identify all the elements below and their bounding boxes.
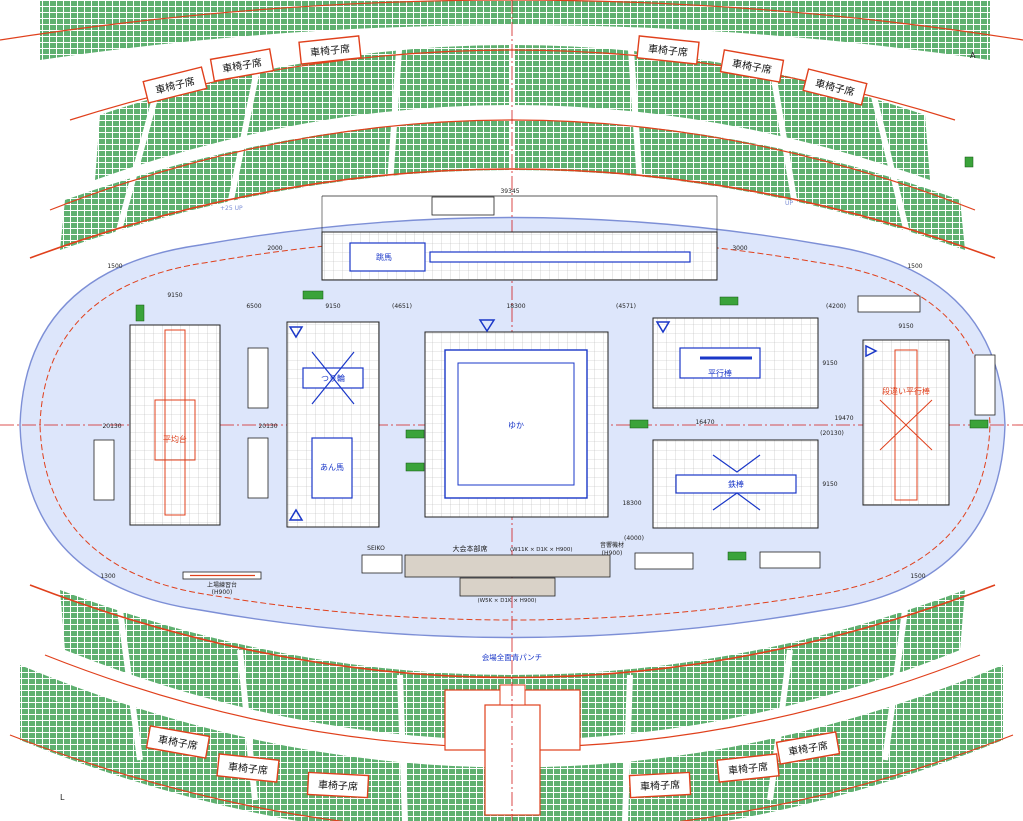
dim-20130-right: (20130) [820, 430, 844, 437]
warm-table-h-label: (H900) [212, 589, 233, 596]
dim-20130-mid: 20130 [258, 423, 277, 430]
dim-right: 9150 [898, 323, 913, 330]
dim-right-gap: (4200) [826, 303, 846, 310]
dim-left: 9150 [167, 292, 182, 299]
dim-2000: 2000 [267, 245, 282, 252]
dim-6500: 6500 [246, 303, 261, 310]
dim-overall: 39345 [500, 188, 519, 195]
dim-4651: (4651) [392, 303, 412, 310]
wheelchair-seat-label: 車椅子席 [309, 42, 350, 59]
dim-4000: (4000) [624, 535, 644, 542]
dim-1500c: 1500 [910, 573, 925, 580]
wheelchair-seat-box: 車椅子席 [145, 725, 211, 759]
up-label: +25 UP [220, 205, 243, 212]
green-markers [135, 156, 989, 561]
label-parallel-bars: 平行棒 [708, 368, 732, 378]
wheelchair-seat-label: 車椅子席 [640, 778, 681, 793]
dim-9150-bottom: 9150 [822, 481, 837, 488]
judges-table-label: 大会本部席 [453, 544, 488, 553]
wheelchair-seat-box: 車椅子席 [216, 753, 280, 783]
dim-20130-left: 20130 [102, 423, 121, 430]
wheelchair-seat-label: 車椅子席 [647, 42, 688, 59]
label-high-bar: 鉄棒 [728, 479, 744, 489]
label-vault: 跳馬 [376, 252, 392, 262]
uneven-bars-area [862, 339, 950, 506]
label-rings: つり輪 [321, 373, 345, 383]
dim-floor: 18300 [506, 303, 525, 310]
dim-4571: (4571) [616, 303, 636, 310]
wheelchair-seat-box: 車椅子席 [306, 771, 370, 799]
warm-table-label: 上場練習台 [207, 581, 237, 589]
section-a-label: A [970, 51, 976, 60]
label-balance-beam: 平均台 [163, 434, 187, 444]
high-bar-area [652, 439, 819, 529]
floor-note: 会場全面青パンチ [482, 652, 542, 662]
dim-beam-offset: 16470 [695, 419, 714, 426]
lower-seating [9, 584, 1014, 821]
wheelchair-seat-box: 車椅子席 [716, 753, 780, 783]
balance-beam-left-area [129, 324, 221, 526]
label-floor: ゆか [508, 421, 524, 430]
seiko-label: SEIKO [367, 545, 385, 552]
floor-exercise-area [424, 319, 609, 518]
rings-pommel-area [286, 321, 380, 528]
broadcast-h-label: (H900) [602, 550, 623, 557]
wheelchair-seat-label: 車椅子席 [318, 778, 359, 793]
label-uneven-bars: 段違い平行棒 [882, 386, 930, 396]
parallel-bars-area [652, 317, 819, 409]
dim-19470: 19470 [834, 415, 853, 422]
dim-1500: 1500 [107, 263, 122, 270]
sub-table-size-label: (W5K × D1K × H900) [477, 598, 536, 604]
judges-table [361, 554, 611, 597]
dim-18300: 18300 [622, 500, 641, 507]
up-label-right: UP [785, 200, 793, 207]
broadcast-label: 音響機材 [600, 541, 624, 549]
dim-3000: 3000 [732, 245, 747, 252]
side-tables [93, 196, 996, 570]
wheelchair-seat-box: 車椅子席 [802, 68, 868, 106]
wheelchair-seat-boxes: 車椅子席車椅子席車椅子席車椅子席車椅子席車椅子席車椅子席車椅子席車椅子席車椅子席… [142, 35, 868, 799]
wheelchair-seat-box: 車椅子席 [719, 49, 785, 83]
wheelchair-seat-label: 車椅子席 [727, 760, 768, 777]
wheelchair-seat-box: 車椅子席 [636, 35, 700, 65]
label-pommel: あん馬 [320, 463, 344, 472]
wheelchair-seat-box: 車椅子席 [628, 771, 692, 799]
section-l-label: L [60, 793, 65, 802]
wheelchair-seat-label: 車椅子席 [227, 760, 268, 777]
wheelchair-seat-box: 車椅子席 [775, 731, 841, 765]
dim-mid: 9150 [325, 303, 340, 310]
dim-9150-top: 9150 [822, 360, 837, 367]
wheelchair-seat-box: 車椅子席 [209, 48, 275, 82]
judges-size-label: (W11K × D1K × H900) [510, 547, 573, 553]
wheelchair-seat-box: 車椅子席 [142, 66, 208, 104]
dim-1300: 1300 [100, 573, 115, 580]
dim-1500b: 1500 [907, 263, 922, 270]
vault-area [321, 195, 718, 281]
wheelchair-seat-box: 車椅子席 [298, 35, 362, 65]
